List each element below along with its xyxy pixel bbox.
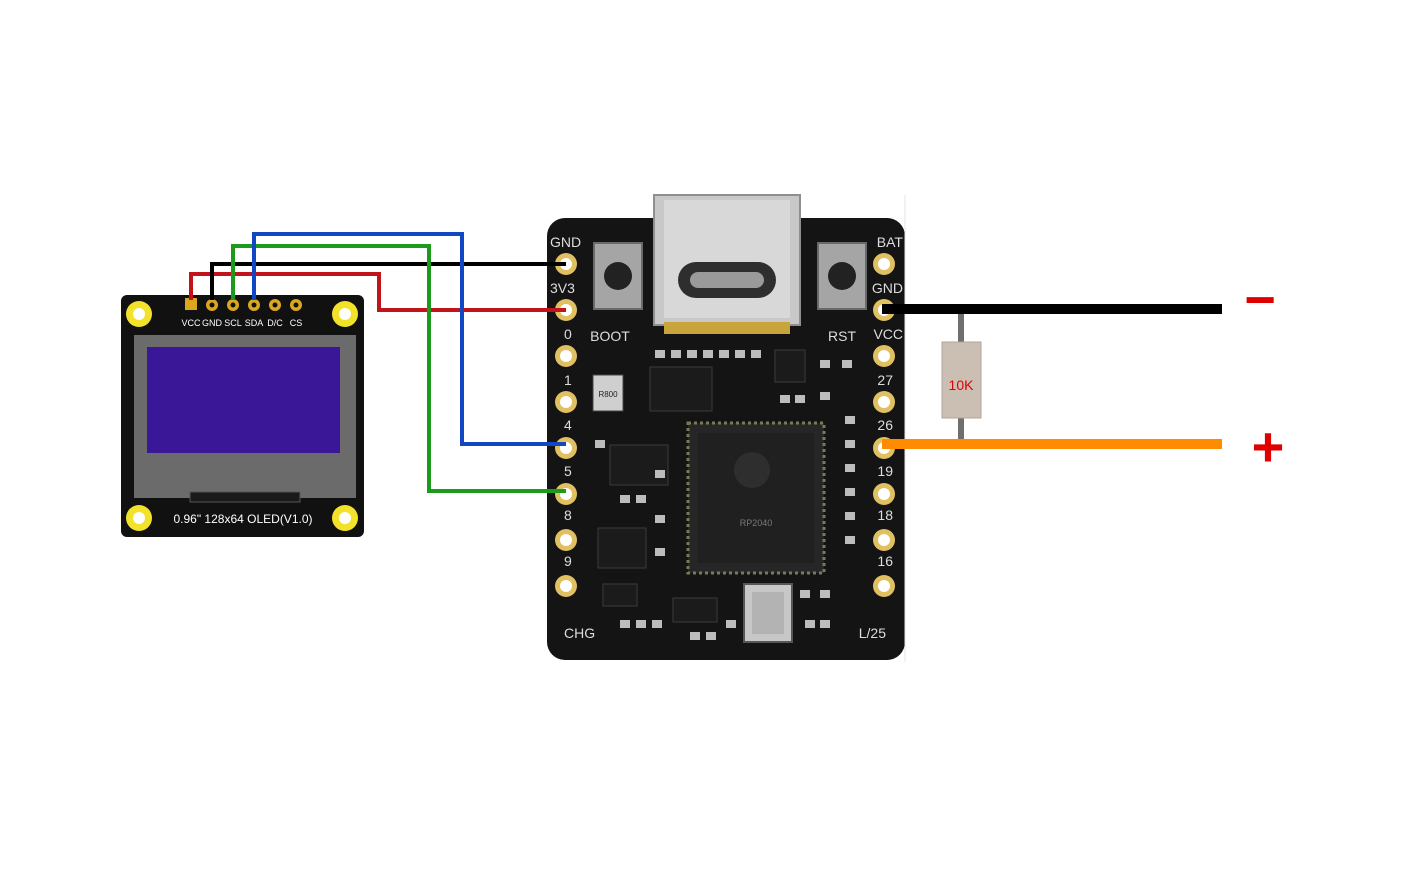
pin-label-left: 8 bbox=[564, 507, 572, 523]
negative-terminal-sign: − bbox=[1244, 270, 1276, 330]
chip-marking: RP2040 bbox=[740, 518, 773, 528]
pin-label-right: VCC bbox=[873, 326, 903, 342]
resistor-10k: 10K bbox=[941, 314, 982, 444]
oled-caption: 0.96" 128x64 OLED(V1.0) bbox=[173, 512, 312, 526]
pin-hole bbox=[878, 580, 890, 592]
pin-label-right: 27 bbox=[877, 372, 893, 388]
ic-chip bbox=[602, 583, 638, 607]
reset-label: RST bbox=[828, 328, 856, 344]
pin-label-left: 1 bbox=[564, 372, 572, 388]
pin-label-right: 18 bbox=[877, 507, 893, 523]
ic-chip bbox=[609, 444, 669, 486]
pin-label-left: 0 bbox=[564, 326, 572, 342]
ic-chip bbox=[672, 597, 718, 623]
ic-chip bbox=[597, 527, 647, 569]
pin-label-left: 9 bbox=[564, 553, 572, 569]
chg-label: CHG bbox=[564, 625, 595, 641]
usb-c-connector bbox=[653, 194, 801, 334]
oled-pin-label: GND bbox=[202, 318, 223, 328]
wire-sda bbox=[252, 232, 566, 446]
left-pin-header bbox=[555, 253, 577, 597]
pin-label-right: GND bbox=[872, 280, 903, 296]
boot-label: BOOT bbox=[590, 328, 630, 344]
oled-module: VCC GND SCL SDA D/C CS 0.96" 128x64 OLED… bbox=[121, 295, 364, 537]
pin-label-right: BAT bbox=[877, 234, 904, 250]
pin-label-left: 3V3 bbox=[550, 280, 575, 296]
pin-label-left: GND bbox=[550, 234, 581, 250]
pin-label-left: 5 bbox=[564, 463, 572, 479]
resistor-label: 10K bbox=[949, 377, 975, 393]
pin-label-right: 16 bbox=[877, 553, 893, 569]
resistor-body bbox=[941, 341, 982, 419]
pin-hole bbox=[560, 534, 572, 546]
pin-hole bbox=[560, 396, 572, 408]
rp2040-chip: RP2040 bbox=[686, 421, 826, 575]
smd-components bbox=[595, 350, 855, 640]
svg-text:R800: R800 bbox=[598, 390, 618, 399]
wires bbox=[189, 232, 1222, 493]
positive-terminal-sign: + bbox=[1252, 415, 1285, 478]
wire-gnd bbox=[210, 262, 566, 300]
right-pin-header bbox=[873, 253, 895, 597]
mcu-board: BOOT RST RP2040 R800 bbox=[547, 194, 906, 662]
wire-vcc bbox=[189, 272, 566, 312]
oled-pad-vcc bbox=[185, 298, 197, 310]
pin-label-left: 4 bbox=[564, 417, 572, 433]
resistor-smd bbox=[592, 374, 624, 412]
ribbon-cable bbox=[189, 491, 301, 503]
wire-scl bbox=[231, 244, 566, 493]
oled-screen bbox=[147, 347, 340, 453]
oled-pin-label: VCC bbox=[181, 318, 201, 328]
pin-label-right: 19 bbox=[877, 463, 893, 479]
pin-hole bbox=[878, 258, 890, 270]
oled-pin-label: SCL bbox=[224, 318, 242, 328]
ic-chip bbox=[649, 366, 713, 412]
oled-pin-label: CS bbox=[290, 318, 303, 328]
crystal-oscillator bbox=[743, 583, 793, 643]
boot-button[interactable] bbox=[593, 242, 643, 310]
pin-hole bbox=[560, 580, 572, 592]
reset-button[interactable] bbox=[817, 242, 867, 310]
oled-pin-label: SDA bbox=[245, 318, 264, 328]
pin-hole bbox=[878, 488, 890, 500]
raspberry-logo-icon bbox=[734, 452, 770, 488]
pin-hole bbox=[878, 396, 890, 408]
pin-hole bbox=[878, 534, 890, 546]
ic-chip bbox=[774, 349, 806, 383]
pin-hole bbox=[878, 350, 890, 362]
pin-label-right: 26 bbox=[877, 417, 893, 433]
oled-pin-label: D/C bbox=[267, 318, 283, 328]
pin-hole bbox=[560, 350, 572, 362]
led-label: L/25 bbox=[859, 625, 886, 641]
